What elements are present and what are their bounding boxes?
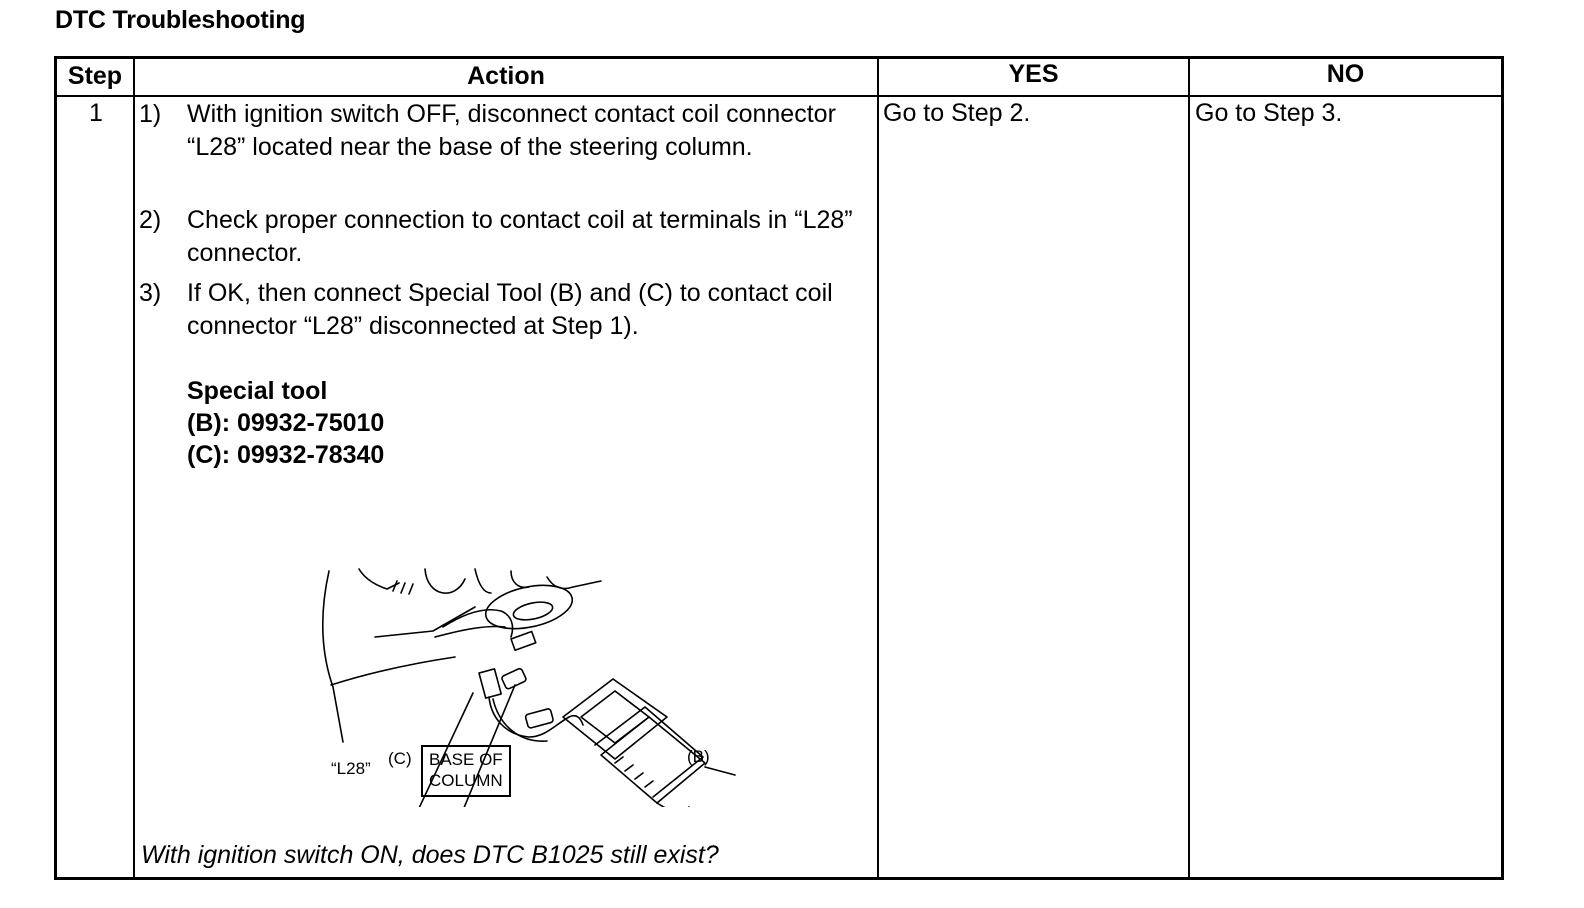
yes-result: Go to Step 2.: [883, 99, 1031, 127]
action-item-text: With ignition switch OFF, disconnect con…: [187, 100, 836, 161]
header-action: Action: [467, 62, 545, 90]
tool-tab: [656, 802, 690, 807]
base-of-column-callout: BASE OF COLUMN: [421, 745, 511, 797]
connector-illustration: [321, 568, 736, 807]
leader-l28: [418, 692, 474, 807]
check-question: With ignition switch ON, does DTC B1025 …: [141, 841, 719, 869]
figure-label-l28: “L28”: [331, 759, 371, 778]
leader-b: [704, 766, 736, 776]
steering-spoke: [546, 576, 602, 590]
connector-c: [501, 667, 527, 690]
action-item-number: 3): [139, 279, 162, 307]
dashboard-curve: [424, 568, 466, 594]
tool-body-face: [600, 716, 706, 804]
vent-slats: [392, 580, 414, 595]
column-divider: [877, 59, 879, 877]
troubleshooting-table: Step Action YES NO 1 1) With ignition sw…: [54, 56, 1504, 880]
harness-wire: [442, 609, 514, 638]
callout-line: COLUMN: [429, 771, 503, 790]
action-item-text: If OK, then connect Special Tool (B) and…: [187, 279, 833, 340]
tool-lid-window: [580, 690, 650, 744]
action-item-number: 1): [139, 100, 162, 128]
dashboard-curve: [474, 568, 492, 594]
dashboard-outline: [321, 570, 344, 743]
l28-connector: [478, 668, 502, 699]
header-yes: YES: [1008, 60, 1059, 88]
tool-terminals: [614, 756, 654, 788]
tool-body: [594, 706, 704, 798]
special-tool-c: (C): 09932-78340: [187, 441, 385, 469]
step-number: 1: [89, 99, 103, 127]
harness-plug: [510, 630, 537, 652]
lower-panel: [330, 656, 456, 686]
figure-label-b: (B): [687, 747, 710, 766]
special-tool-b: (B): 09932-75010: [187, 409, 385, 437]
no-result: Go to Step 3.: [1195, 99, 1343, 127]
dashboard-vent: [358, 568, 400, 590]
callout-line: BASE OF: [429, 750, 503, 769]
action-item-number: 2): [139, 206, 162, 234]
column-divider: [1188, 59, 1190, 877]
cable-plug: [524, 708, 554, 729]
figure-label-c: (C): [388, 749, 412, 768]
tool-cable: [492, 698, 548, 742]
column-divider: [133, 59, 135, 877]
page-title: DTC Troubleshooting: [55, 6, 306, 34]
special-tool-heading: Special tool: [187, 377, 328, 405]
column-cover: [374, 606, 476, 638]
header-divider: [57, 95, 1501, 97]
tool-cable: [488, 696, 584, 738]
action-item-text: Check proper connection to contact coil …: [187, 206, 853, 267]
steering-hub: [512, 601, 554, 621]
header-no: NO: [1326, 60, 1365, 88]
tool-lid: [562, 678, 668, 760]
steering-spoke: [510, 570, 530, 589]
leader-c: [463, 684, 516, 807]
header-step: Step: [67, 62, 123, 90]
column-cover: [434, 625, 506, 638]
